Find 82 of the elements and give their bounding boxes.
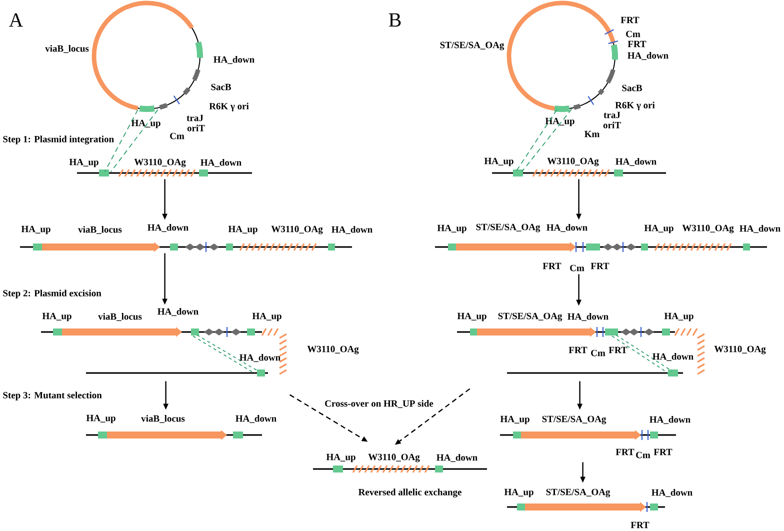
- feature-label: ST/SE/SA_OAg: [476, 224, 540, 232]
- feature-label: HA_down: [236, 415, 276, 423]
- feature-label: HA_up: [21, 226, 50, 234]
- feature-label: HA_up: [437, 224, 466, 234]
- feature-label: HA_up: [228, 226, 258, 234]
- feature-label: HA_down: [332, 226, 372, 234]
- feature-label: HA_up: [326, 454, 356, 462]
- feature-label: ST/SE/SA_OAg: [542, 416, 606, 424]
- feature-label: HA_up: [42, 312, 72, 322]
- step-label: Step 3: Mutant selection: [3, 392, 102, 400]
- feature-label: HA_down: [240, 354, 280, 362]
- step-label: Step 2: Plasmid excision: [3, 290, 102, 298]
- step-label: Step 1: Plasmid integration: [3, 136, 114, 144]
- feature-label: HA_up: [252, 312, 282, 322]
- feature-label: R6K γ ori: [615, 102, 655, 110]
- connector-line: [515, 109, 558, 172]
- feature-label: W3110_OAg: [547, 158, 599, 166]
- feature-label: FRT: [654, 448, 672, 456]
- feature-label: W3110_OAg: [682, 224, 734, 234]
- feature-label: viaB_locus: [45, 45, 89, 53]
- feature-label: W3110_OAg: [271, 226, 323, 234]
- feature-label: Km: [584, 130, 600, 138]
- feature-label: W3110_OAg: [134, 158, 186, 168]
- feature-label: HA_up: [500, 416, 530, 424]
- feature-label: HA_down: [148, 224, 188, 232]
- feature-label: HA_down: [616, 158, 656, 166]
- feature-label: HA_down: [652, 489, 692, 497]
- feature-label: Cm: [626, 30, 640, 38]
- feature-label: HA_down: [200, 159, 242, 167]
- feature-label: FRT: [590, 262, 610, 270]
- feature-label: FRT: [542, 262, 562, 270]
- feature-label: Cm: [170, 132, 184, 140]
- feature-label: traJ: [604, 112, 620, 118]
- feature-label: HA_down: [158, 308, 198, 316]
- feature-label: HA_down: [740, 225, 780, 233]
- construct-label: Reversed allelic exchange: [358, 488, 462, 498]
- feature-label: HA_up: [69, 158, 98, 168]
- feature-label: HA_up: [457, 312, 486, 322]
- feature-label: W3110_OAg: [368, 454, 420, 462]
- feature-label: Cm: [570, 264, 584, 272]
- feature-label: FRT: [608, 346, 628, 354]
- connector-line: [104, 109, 138, 172]
- feature-label: ST/SE/SA_OAg: [546, 488, 610, 498]
- feature-label: SacB: [622, 84, 642, 92]
- feature-label: Cm: [636, 452, 650, 458]
- feature-label: HA_down: [546, 224, 588, 232]
- feature-label: HA_down: [568, 313, 608, 321]
- feature-label: HA_up: [504, 488, 534, 498]
- panel-letter: B: [388, 13, 401, 27]
- feature-label: W3110_OAg: [714, 346, 766, 354]
- feature-label: HA_up: [131, 120, 160, 128]
- feature-label: traJ: [186, 114, 204, 122]
- feature-label: HA_down: [436, 454, 478, 462]
- panel-letter: A: [8, 13, 24, 27]
- feature-label: HA_down: [628, 52, 668, 60]
- feature-label: HA_up: [86, 414, 116, 424]
- feature-label: oriT: [187, 124, 205, 132]
- feature-label: W3110_OAg: [307, 346, 359, 354]
- feature-label: viaB_locus: [78, 226, 122, 234]
- feature-label: ST/SE/SA_OAg: [440, 42, 504, 50]
- feature-label: HA_up: [484, 158, 514, 166]
- crossover-note: Cross-over on HR_UP side: [325, 400, 434, 408]
- feature-label: FRT: [616, 448, 634, 456]
- feature-label: HA_up: [664, 312, 694, 322]
- feature-label: FRT: [630, 522, 650, 528]
- feature-label: Cm: [591, 350, 606, 356]
- feature-label: HA_down: [652, 353, 694, 361]
- feature-label: oriT: [603, 122, 621, 128]
- feature-label: FRT: [620, 16, 640, 24]
- feature-label: FRT: [568, 346, 588, 354]
- feature-label: viaB_locus: [141, 415, 185, 423]
- feature-label: HA_down: [650, 416, 690, 424]
- feature-label: HA_down: [214, 56, 254, 64]
- feature-label: ST/SE/SA_OAg: [498, 312, 562, 322]
- connector-line: [110, 109, 158, 172]
- feature-label: FRT: [628, 40, 646, 48]
- connector-line: [521, 108, 572, 172]
- feature-label: SacB: [211, 84, 232, 90]
- feature-label: R6K γ ori: [209, 102, 249, 112]
- feature-label: HA_up: [545, 118, 574, 126]
- feature-label: viaB_locus: [98, 313, 142, 321]
- feature-label: HA_up: [644, 224, 674, 234]
